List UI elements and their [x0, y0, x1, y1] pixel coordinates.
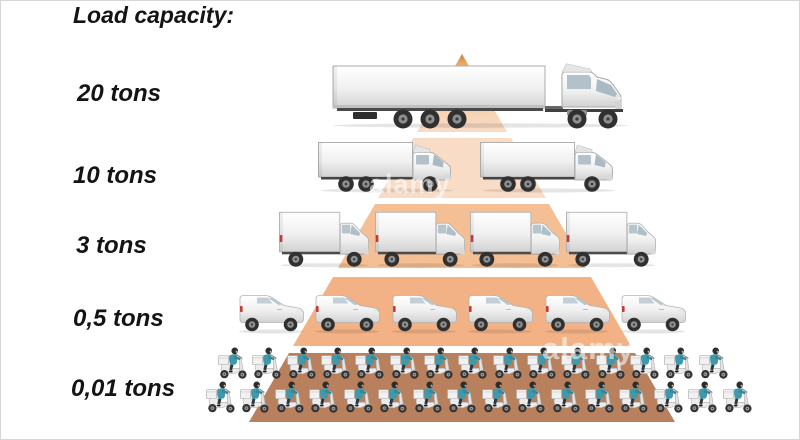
scooter-icon [550, 378, 581, 414]
pyramid-band-4 [293, 277, 631, 346]
vehicle-row-05-tons [237, 288, 689, 334]
row-label-20-tons: 20 tons [77, 80, 162, 107]
scooter-icon [286, 344, 317, 380]
row-label-3-tons: 3 tons [76, 232, 147, 259]
panel-van-icon [466, 288, 536, 334]
scooter-icon [515, 378, 546, 414]
scooter-icon [722, 378, 753, 414]
vehicle-row-10-tons [317, 140, 619, 193]
scooter-icon [446, 378, 477, 414]
scooter-icon [274, 378, 305, 414]
row-label-10-tons: 10 tons [73, 162, 158, 189]
row-label-001-tons: 0,01 tons [71, 375, 176, 402]
scooter-icon [251, 344, 282, 380]
scooter-icon [320, 344, 351, 380]
box-truck-icon [479, 140, 619, 193]
scooter-icon [584, 378, 615, 414]
vehicle-row-001-tons-lower [205, 378, 753, 414]
scooter-icon [663, 344, 694, 380]
scooter-icon [423, 344, 454, 380]
row-label-05-tons: 0,5 tons [73, 305, 164, 332]
scooter-icon [412, 378, 443, 414]
scooter-icon [217, 344, 248, 380]
box-van-icon [565, 210, 658, 268]
scooter-icon [377, 378, 408, 414]
page-title: Load capacity: [73, 2, 235, 28]
box-van-icon [469, 210, 562, 268]
panel-van-icon [619, 288, 689, 334]
scooter-icon [481, 378, 512, 414]
scooter-icon [343, 378, 374, 414]
semi-truck-icon [331, 61, 631, 129]
scooter-icon [698, 344, 729, 380]
panel-van-icon [237, 288, 307, 334]
vehicle-row-20-tons [331, 61, 631, 129]
scooter-icon [457, 344, 488, 380]
scooter-icon [239, 378, 270, 414]
scooter-icon [687, 378, 718, 414]
vehicle-row-3-tons [278, 210, 658, 268]
box-van-icon [278, 210, 371, 268]
scooter-icon [354, 344, 385, 380]
panel-van-icon [390, 288, 460, 334]
scooter-icon [308, 378, 339, 414]
alamy-watermark: alamy [369, 169, 451, 199]
box-van-icon [374, 210, 467, 268]
scooter-icon [492, 344, 523, 380]
scooter-icon [205, 378, 236, 414]
panel-van-icon [313, 288, 383, 334]
scooter-icon [389, 344, 420, 380]
scooter-icon [618, 378, 649, 414]
scooter-icon [653, 378, 684, 414]
alamy-watermark: alamy [542, 331, 635, 366]
panel-van-icon [543, 288, 613, 334]
vehicle-row-001-tons-upper [217, 344, 729, 380]
